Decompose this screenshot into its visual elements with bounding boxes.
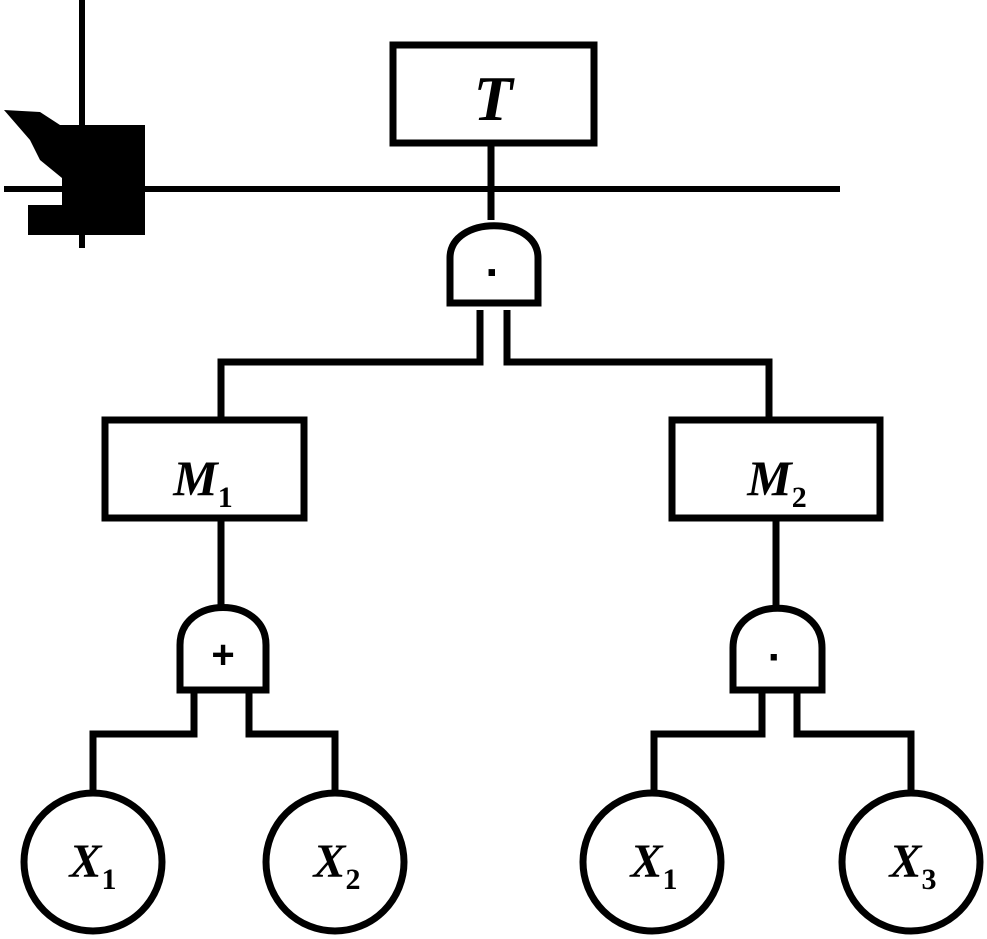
svg-text:X3: X3 [887,835,936,896]
and-gate: · [729,604,826,694]
m2-letter: M [746,450,793,506]
x1-left-subscript: 1 [102,863,117,896]
svg-text:X1: X1 [628,835,677,896]
x1-right-letter: X [628,835,663,888]
basic-event-x1-right: X1 [579,789,725,935]
top-event-box: T [389,41,598,147]
or-gate-symbol: + [211,633,234,677]
or-gate: + [176,604,270,694]
x2-subscript: 2 [346,863,361,896]
intermediate-event-m2: M2 [668,416,884,522]
m2-subscript: 2 [792,481,807,514]
m1-letter: M [172,450,219,506]
svg-text:M1: M1 [172,450,232,514]
svg-text:X2: X2 [311,835,360,896]
x2-letter: X [311,835,346,888]
svg-text:X1: X1 [67,835,116,896]
top-gate-symbol: · [485,246,500,298]
top-and-gate: · [446,222,542,307]
basic-event-x2: X2 [262,789,408,935]
x1-left-letter: X [67,835,102,888]
x3-subscript: 3 [922,863,937,896]
basic-event-x3: X3 [838,789,984,935]
intermediate-event-m1: M1 [101,416,308,522]
basic-event-x1-left: X1 [20,789,166,935]
scan-artifact [4,0,840,248]
m1-subscript: 1 [218,481,233,514]
connectors [89,143,915,796]
top-event-label: T [473,63,515,134]
x3-letter: X [887,835,922,888]
svg-text:M2: M2 [746,450,806,514]
x1-right-subscript: 1 [663,863,678,896]
and-gate-symbol: · [768,633,783,682]
